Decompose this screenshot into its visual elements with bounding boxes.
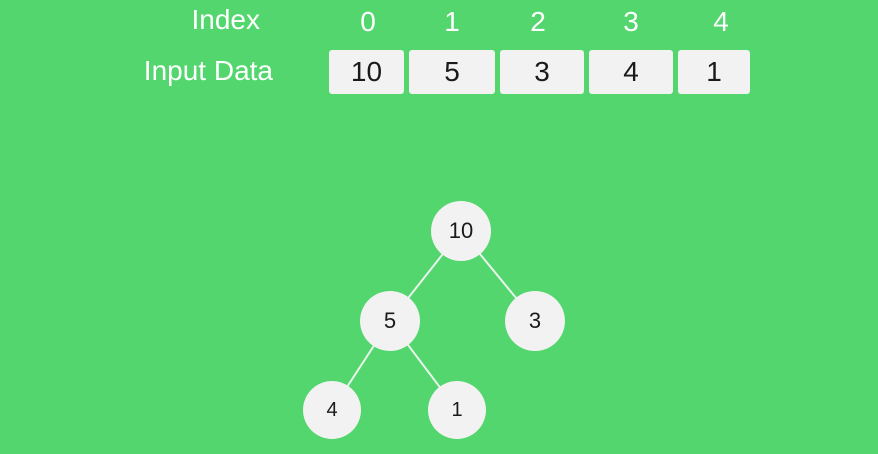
- index-1: 1: [444, 6, 460, 37]
- tree-node-left: 5: [360, 291, 420, 351]
- tree-node-left-left: 4: [303, 381, 361, 439]
- index-4: 4: [713, 6, 729, 37]
- array-cell-3: 4: [589, 50, 673, 94]
- array-cell-0: 10: [329, 50, 404, 94]
- array-cell-4: 1: [678, 50, 750, 94]
- tree-node-root: 10: [431, 201, 491, 261]
- index-0: 0: [360, 6, 376, 37]
- index-3: 3: [623, 6, 639, 37]
- index-2: 2: [530, 6, 546, 37]
- input-data-row-label: Input Data: [143, 55, 273, 86]
- index-row-label: Index: [191, 4, 261, 35]
- array-cell-2: 3: [500, 50, 584, 94]
- array-cell-1: 5: [409, 50, 495, 94]
- tree-node-right: 3: [505, 291, 565, 351]
- tree-node-left-right: 1: [428, 381, 486, 439]
